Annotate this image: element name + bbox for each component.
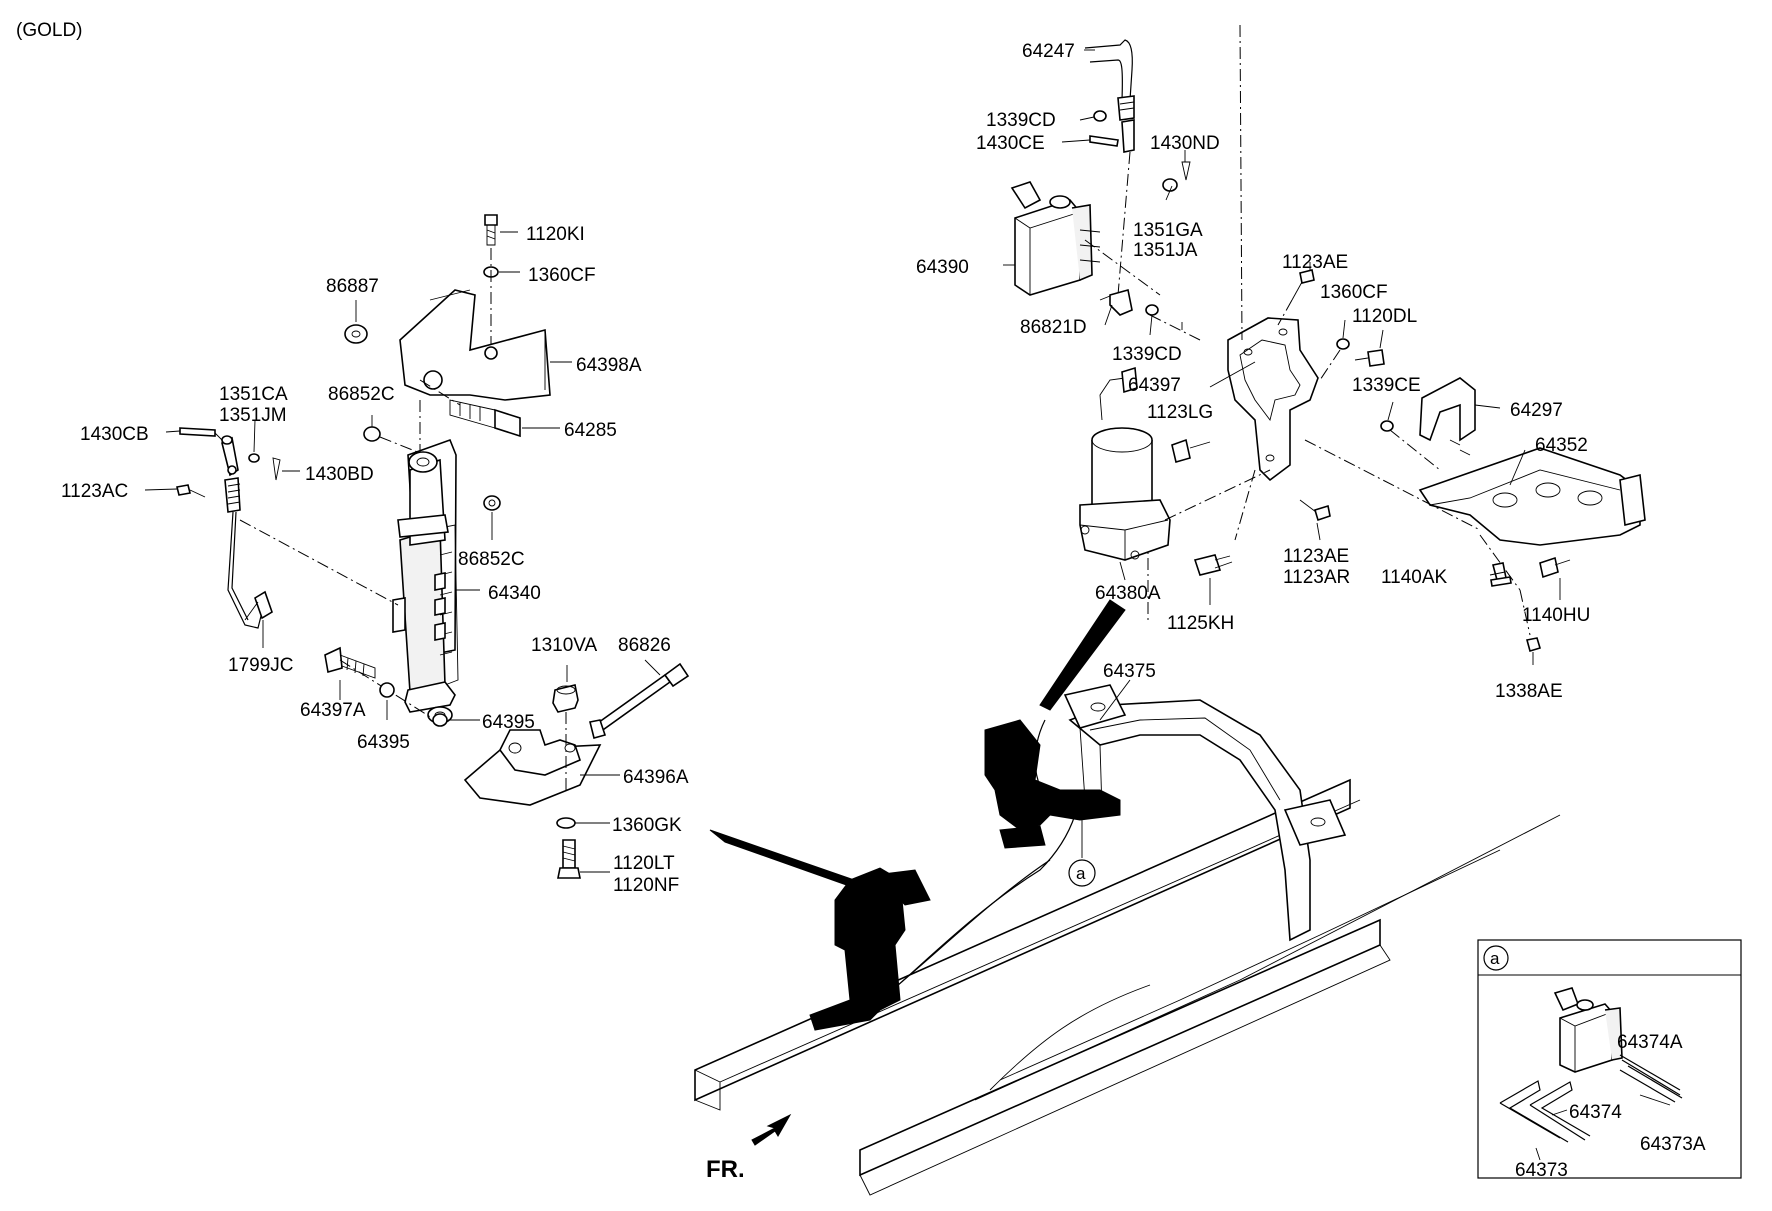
callout-ref-a: a [1068, 820, 1096, 887]
label-86826: 86826 [618, 635, 671, 656]
label-1123AE-lower: 1123AE [1283, 546, 1349, 567]
chassis-frame [694, 684, 1561, 1196]
svg-text:a: a [1076, 864, 1086, 883]
label-64390: 64390 [916, 257, 969, 278]
label-86852C-upper: 86852C [328, 384, 395, 405]
zoom-wedge-pump [1039, 599, 1126, 711]
inset-ref-a: a [1490, 949, 1500, 968]
label-1120NF: 1120NF [613, 875, 679, 896]
label-64396A: 64396A [623, 767, 689, 788]
label-1125KH: 1125KH [1167, 613, 1234, 634]
label-1123AR: 1123AR [1283, 567, 1350, 588]
label-1120KI: 1120KI [526, 224, 585, 245]
label-64340: 64340 [488, 583, 541, 604]
label-64375: 64375 [1103, 661, 1156, 682]
label-64395-left: 64395 [357, 732, 410, 753]
label-86887: 86887 [326, 276, 379, 297]
label-64398A: 64398A [576, 355, 642, 376]
left-assembly [176, 214, 690, 879]
right-assembly [1010, 24, 1646, 653]
label-1351JM: 1351JM [219, 405, 287, 426]
front-label: FR. [706, 1156, 745, 1183]
label-1351JA: 1351JA [1133, 240, 1198, 261]
label-64297: 64297 [1510, 400, 1563, 421]
label-1339CD: 1339CD [986, 110, 1056, 131]
label-1140HU: 1140HU [1522, 605, 1590, 626]
leader-lines [144, 49, 1671, 1161]
label-1339CD-lower: 1339CD [1112, 344, 1182, 365]
label-1123LG: 1123LG [1147, 402, 1213, 423]
label-1123AC: 1123AC [61, 481, 128, 502]
labels-inset: 64374A 64374 64373A 64373 [1515, 1032, 1706, 1181]
label-86852C-lower: 86852C [458, 549, 525, 570]
label-1120DL: 1120DL [1352, 306, 1417, 327]
label-64373: 64373 [1515, 1160, 1568, 1181]
zoom-wedge-jack [709, 829, 861, 889]
label-1310VA: 1310VA [531, 635, 598, 656]
label-1123AE: 1123AE [1282, 252, 1348, 273]
label-1351CA: 1351CA [219, 384, 288, 405]
label-1339CE: 1339CE [1352, 375, 1421, 396]
label-64247: 64247 [1022, 41, 1075, 62]
variant-label: (GOLD) [16, 20, 83, 41]
label-86821D: 86821D [1020, 317, 1087, 338]
label-1360CF-left: 1360CF [528, 265, 596, 286]
label-64285: 64285 [564, 420, 617, 441]
label-1338AE: 1338AE [1495, 681, 1563, 702]
label-64397A: 64397A [300, 700, 366, 721]
label-1140AK: 1140AK [1381, 567, 1448, 588]
label-1430BD: 1430BD [305, 464, 374, 485]
label-64397: 64397 [1128, 375, 1181, 396]
label-1430CB: 1430CB [80, 424, 149, 445]
label-64374: 64374 [1569, 1102, 1622, 1123]
label-64374A: 64374A [1617, 1032, 1683, 1053]
label-1351GA: 1351GA [1133, 220, 1203, 241]
label-1430ND: 1430ND [1150, 133, 1220, 154]
front-direction-indicator: FR. [706, 1113, 792, 1183]
mounted-jack-silhouette [809, 814, 1076, 1031]
label-64380A: 64380A [1095, 583, 1161, 604]
label-1120LT: 1120LT [613, 853, 675, 874]
labels-right: 64247 1339CD 1430CE 1430ND 1351GA 1351JA… [916, 41, 1590, 702]
label-64352: 64352 [1535, 435, 1588, 456]
label-1360CF: 1360CF [1320, 282, 1388, 303]
label-1799JC: 1799JC [228, 655, 294, 676]
labels-left: 1120KI 1360CF 86887 64398A 86852C 64285 … [61, 224, 689, 896]
inset-box-a: a [1477, 939, 1742, 1179]
label-64373A: 64373A [1640, 1134, 1706, 1155]
label-64395-right: 64395 [482, 712, 535, 733]
mounted-pump-silhouette [984, 719, 1121, 849]
label-1360GK: 1360GK [612, 815, 682, 836]
label-1430CE: 1430CE [976, 133, 1045, 154]
